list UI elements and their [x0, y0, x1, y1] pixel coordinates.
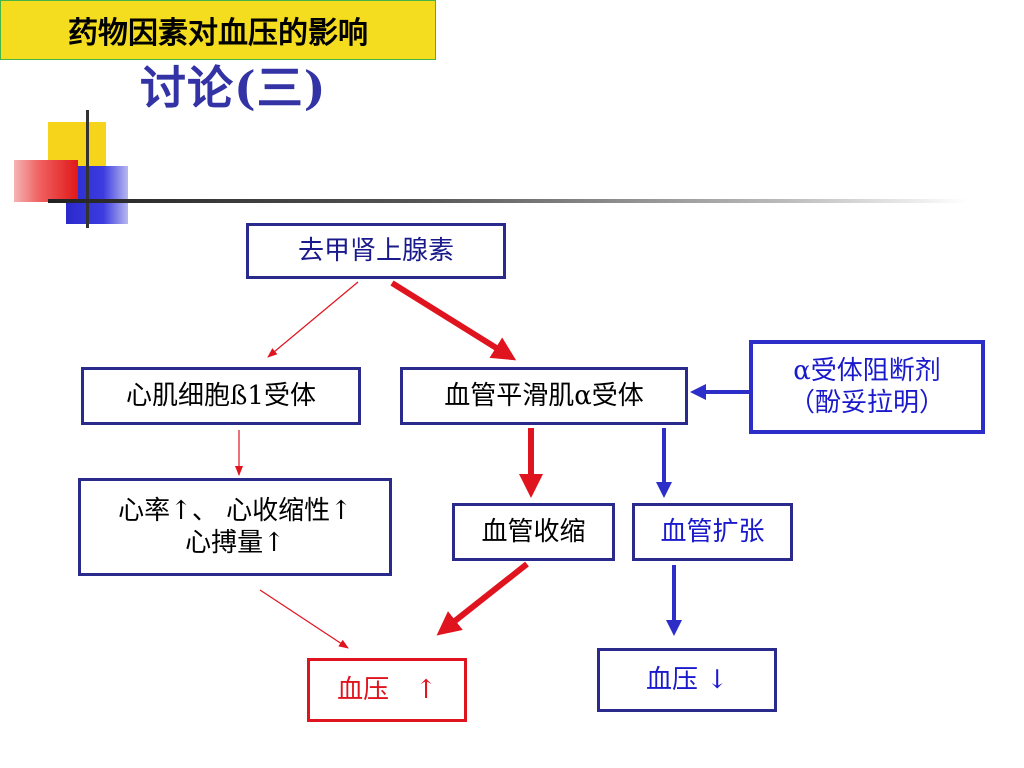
deco-red-square: [14, 160, 78, 202]
arrow-heart-to-bp: [259, 589, 349, 649]
slide-title: 讨论(三): [140, 61, 327, 115]
node-bp-down: 血压 ↓: [597, 648, 777, 712]
node-norepinephrine-label: 去甲肾上腺素: [297, 235, 454, 266]
node-alpha-blocker: α受体阻断剂 （酚妥拉明）: [749, 340, 985, 434]
node-vasodilation-label: 血管扩张: [660, 516, 765, 547]
node-vasoconstriction-label: 血管收缩: [481, 516, 586, 547]
node-vasodilation: 血管扩张: [632, 503, 793, 561]
node-bp-up-label: 血压 ↑: [337, 674, 437, 705]
node-blocker-line1: α受体阻断剂: [793, 355, 941, 386]
node-alpha-receptor: 血管平滑肌α受体: [400, 367, 688, 425]
node-vasoconstriction: 血管收缩: [452, 503, 615, 561]
arrow-ne-to-beta1: [267, 281, 359, 358]
node-beta1-receptor: 心肌细胞ß1受体: [81, 367, 361, 425]
deco-horizontal-line: [48, 199, 968, 203]
arrow-ne-to-alpha: [390, 280, 517, 361]
node-norepinephrine: 去甲肾上腺素: [246, 223, 506, 279]
node-heart-effects: 心率↑、 心收缩性↑ 心搏量↑: [78, 478, 392, 576]
node-heart-line2: 心搏量↑: [185, 528, 285, 558]
node-beta1-label: 心肌细胞ß1受体: [126, 380, 316, 411]
deco-vertical-line: [86, 110, 89, 228]
node-heart-line1: 心率↑、 心收缩性↑: [118, 495, 352, 526]
node-bp-up: 血压 ↑: [307, 658, 467, 722]
slide-subtitle: 药物因素对血压的影响: [0, 0, 436, 60]
node-alpha-label: 血管平滑肌α受体: [444, 380, 644, 411]
arrow-constriction-to-bp: [436, 561, 529, 636]
node-bp-down-label: 血压 ↓: [645, 664, 729, 695]
node-blocker-line2: （酚妥拉明）: [788, 388, 945, 418]
